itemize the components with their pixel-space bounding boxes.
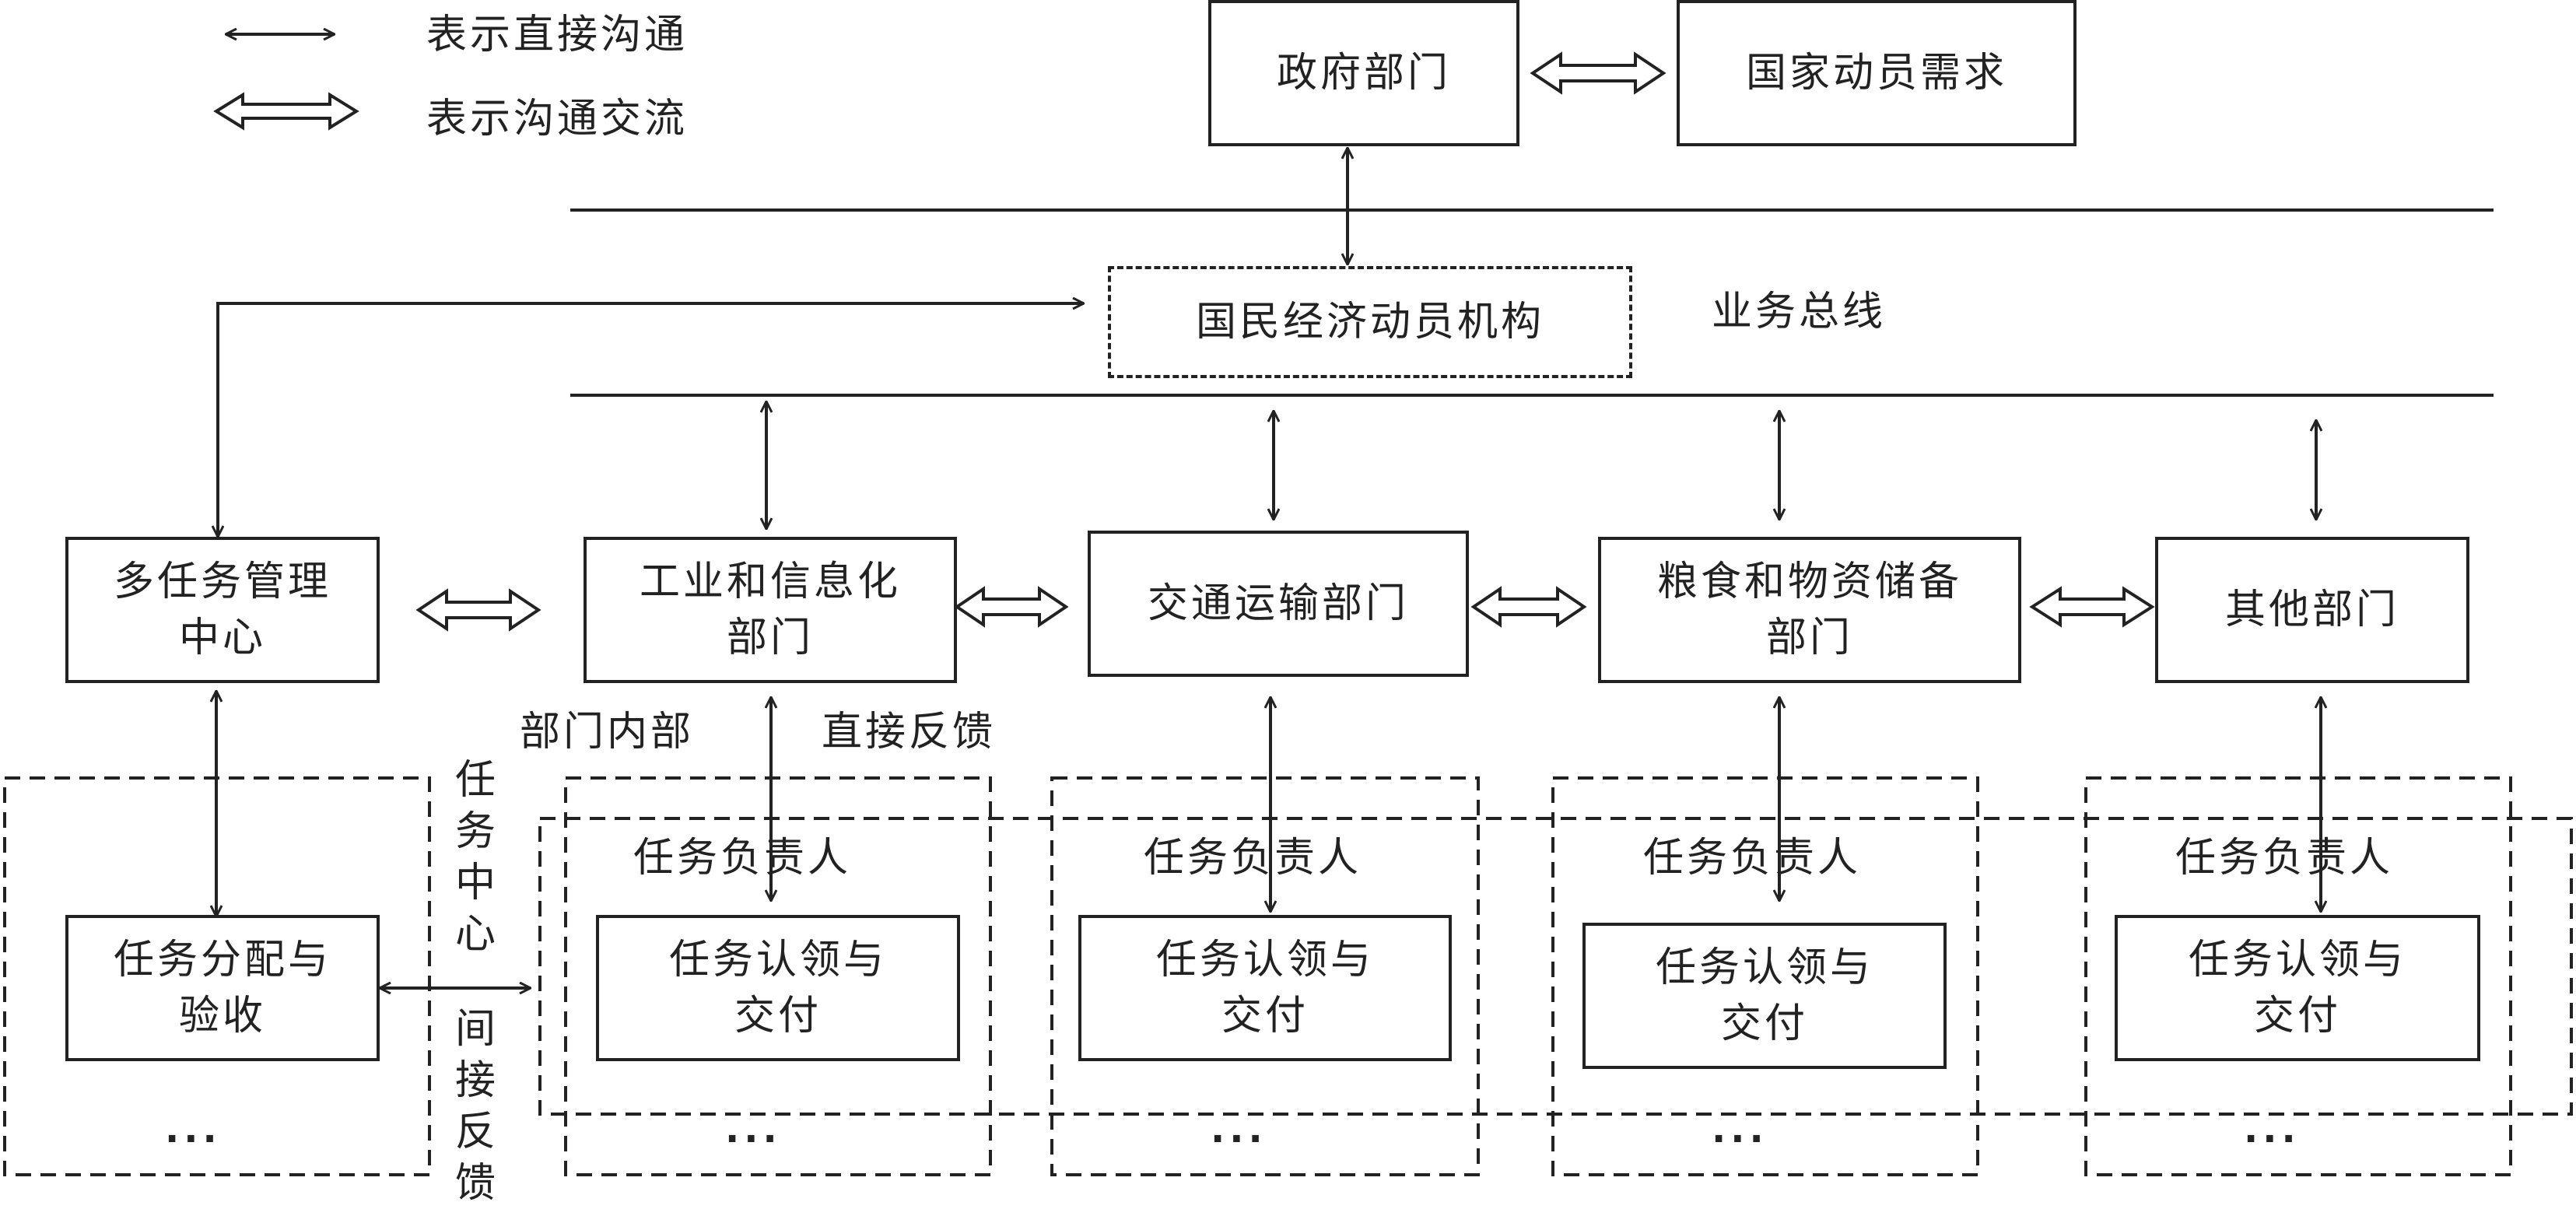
transport-grain-exchange-arrow xyxy=(1470,586,1587,628)
business-bus-label: 业务总线 xyxy=(1712,289,1887,335)
more-indicator: ··· xyxy=(1712,1117,1768,1161)
group-multitask xyxy=(3,776,431,1176)
multitask-center-node: 多任务管理 中心 xyxy=(65,537,380,683)
transport-dept-node: 交通运输部门 xyxy=(1088,531,1469,677)
grain-dept-node: 粮食和物资储备 部门 xyxy=(1598,537,2021,683)
task-claim-node-industry: 任务认领与 交付 xyxy=(596,915,960,1061)
task-claim-label: 任务认领与 交付 xyxy=(668,937,887,1039)
mobilization-agency-node: 国民经济动员机构 xyxy=(1108,266,1632,378)
group-transport xyxy=(1050,776,1480,1176)
other-dept-label: 其他部门 xyxy=(2224,587,2399,633)
legend-exchange-label: 表示沟通交流 xyxy=(426,96,689,142)
other-dept-node: 其他部门 xyxy=(2155,537,2469,683)
task-claim-node-transport: 任务认领与 交付 xyxy=(1078,915,1452,1061)
task-claim-label: 任务认领与 交付 xyxy=(1155,937,1374,1039)
task-owner-label-industry: 任务负责人 xyxy=(633,835,852,881)
national-demand-node: 国家动员需求 xyxy=(1677,0,2077,146)
task-owner-label-grain: 任务负责人 xyxy=(1643,835,1862,881)
legend-direct-label: 表示直接沟通 xyxy=(426,12,689,58)
internal-note: 部门内部 xyxy=(520,709,695,755)
government-node: 政府部门 xyxy=(1208,0,1519,146)
legend-exchange-arrow xyxy=(213,92,359,131)
transport-dept-label: 交通运输部门 xyxy=(1147,580,1409,627)
task-owner-label-transport: 任务负责人 xyxy=(1144,835,1362,881)
industry-transport-exchange-arrow xyxy=(954,586,1069,628)
industry-dept-label: 工业和信息化 部门 xyxy=(639,559,901,661)
task-claim-node-grain: 任务认领与 交付 xyxy=(1582,923,1947,1069)
task-center-band xyxy=(538,817,2573,1116)
grain-dept-label: 粮食和物资储备 部门 xyxy=(1656,559,1962,661)
gov-demand-exchange-arrow xyxy=(1530,51,1667,95)
industry-dept-node: 工业和信息化 部门 xyxy=(584,537,957,683)
mobilization-agency-label: 国民经济动员机构 xyxy=(1195,299,1544,345)
more-indicator: ··· xyxy=(725,1117,782,1161)
multitask-agency-arrow xyxy=(218,303,1084,537)
task-center-note: 任务中心 xyxy=(454,757,496,958)
task-owner-label-other: 任务负责人 xyxy=(2175,835,2394,881)
national-demand-label: 国家动员需求 xyxy=(1745,50,2007,96)
multitask-center-label: 多任务管理 中心 xyxy=(113,559,331,661)
more-indicator: ··· xyxy=(165,1117,222,1161)
government-label: 政府部门 xyxy=(1276,50,1451,96)
task-claim-label: 任务认领与 交付 xyxy=(2188,937,2406,1039)
grain-other-exchange-arrow xyxy=(2029,586,2155,628)
more-indicator: ··· xyxy=(1211,1117,1267,1161)
task-assign-node: 任务分配与 验收 xyxy=(65,915,380,1061)
group-other xyxy=(2084,776,2512,1176)
direct-feedback-note: 直接反馈 xyxy=(822,709,997,755)
group-industry xyxy=(564,776,992,1176)
indirect-feedback-note: 间接反馈 xyxy=(454,1006,496,1207)
task-assign-label: 任务分配与 验收 xyxy=(113,937,331,1039)
group-grain xyxy=(1551,776,1979,1176)
multitask-industry-exchange-arrow xyxy=(415,588,541,632)
task-claim-label: 任务认领与 交付 xyxy=(1655,944,1873,1047)
task-claim-node-other: 任务认领与 交付 xyxy=(2115,915,2480,1061)
more-indicator: ··· xyxy=(2244,1117,2301,1161)
